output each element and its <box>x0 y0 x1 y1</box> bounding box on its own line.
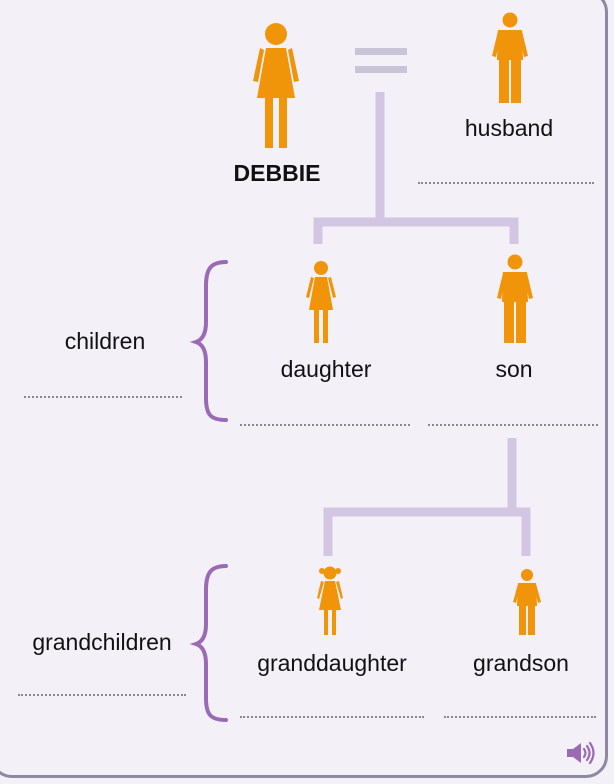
son-label: son <box>495 356 533 382</box>
daughter-label: daughter <box>280 356 372 382</box>
grandchildren-answer-line[interactable] <box>18 694 186 696</box>
grandson-label: grandson <box>473 650 569 676</box>
children-connector <box>313 92 519 244</box>
daughter-woman-icon <box>306 261 336 343</box>
daughter-answer-line[interactable] <box>240 424 410 426</box>
grandchildren-brace <box>189 564 228 722</box>
debbie-label: DEBBIE <box>233 160 321 186</box>
husband-label: husband <box>464 115 554 141</box>
granddaughter-label: granddaughter <box>257 650 407 676</box>
husband-answer-line[interactable] <box>418 182 594 184</box>
son-man-icon <box>497 254 533 343</box>
equals-sign <box>355 48 407 73</box>
grandchildren-connector <box>323 438 531 556</box>
grandchildren-group-label: grandchildren <box>32 629 172 655</box>
son-answer-line[interactable] <box>428 424 598 426</box>
children-brace <box>189 260 228 422</box>
grandson-answer-line[interactable] <box>444 716 596 718</box>
granddaughter-answer-line[interactable] <box>240 716 424 718</box>
granddaughter-girl-icon <box>317 566 343 635</box>
children-answer-line[interactable] <box>24 396 182 398</box>
debbie-woman-icon <box>253 23 299 148</box>
speaker-icon[interactable] <box>566 740 596 766</box>
grandson-boy-icon <box>513 569 541 635</box>
husband-man-icon <box>492 12 528 103</box>
children-group-label: children <box>64 328 146 354</box>
